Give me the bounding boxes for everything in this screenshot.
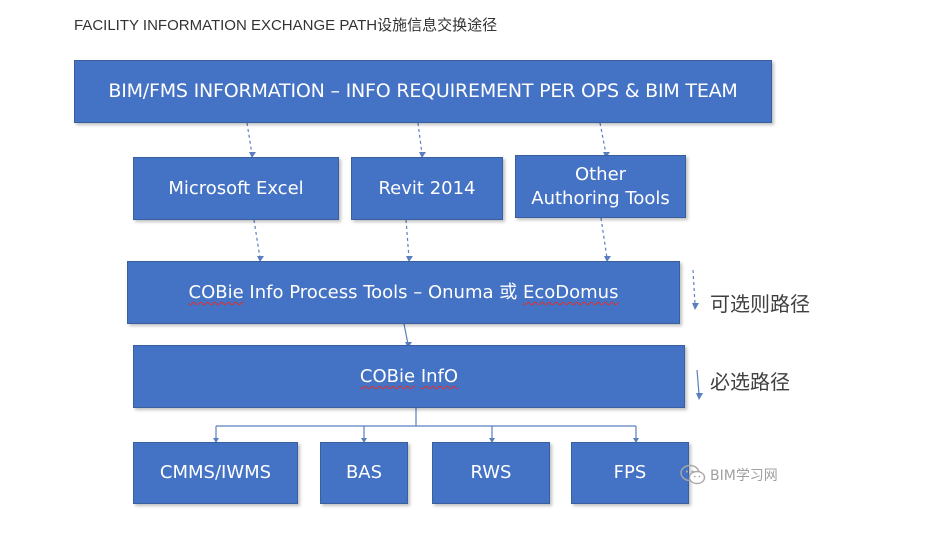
cobie-process-ecodomus: EcoDomus — [522, 281, 619, 303]
watermark-text: BIM学习网 — [710, 468, 778, 484]
system-label-cmms: CMMS/IWMS — [159, 462, 272, 484]
wechat-icon — [680, 464, 706, 485]
tool-box-excel: Microsoft Excel — [133, 157, 339, 220]
info-requirement-label: BIM/FMS INFORMATION – INFO REQUIREMENT P… — [108, 80, 738, 103]
cobie-info-cobie: COBie — [359, 365, 416, 387]
system-box-fps: FPS — [571, 442, 689, 504]
cobie-info-box: COBie InfO — [133, 345, 685, 408]
required-path-label: 必选路径 — [710, 370, 790, 394]
tool-label-excel: Microsoft Excel — [168, 177, 304, 199]
system-label-fps: FPS — [613, 462, 647, 484]
system-box-rws: RWS — [432, 442, 550, 504]
cobie-process-middle: Info Process Tools – Onuma 或 — [243, 281, 523, 303]
watermark: BIM学习网 — [680, 464, 778, 486]
tool-box-other: Other Authoring Tools — [515, 155, 686, 218]
cobie-process-box: COBie Info Process Tools – Onuma 或 EcoDo… — [127, 261, 680, 324]
info-requirement-box: BIM/FMS INFORMATION – INFO REQUIREMENT P… — [74, 60, 772, 123]
tool-label-revit: Revit 2014 — [378, 177, 476, 199]
system-box-cmms: CMMS/IWMS — [133, 442, 298, 504]
tool-label-other: Other Authoring Tools — [531, 164, 670, 209]
system-label-rws: RWS — [470, 462, 512, 484]
optional-path-label: 可选则路径 — [710, 292, 810, 316]
page-title: FACILITY INFORMATION EXCHANGE PATH设施信息交换… — [74, 17, 498, 34]
system-label-bas: BAS — [345, 462, 383, 484]
system-box-bas: BAS — [320, 442, 408, 504]
tool-box-revit: Revit 2014 — [351, 157, 503, 220]
cobie-process-cobie: COBie — [188, 281, 244, 303]
cobie-info-infofo: InfO — [420, 365, 459, 387]
